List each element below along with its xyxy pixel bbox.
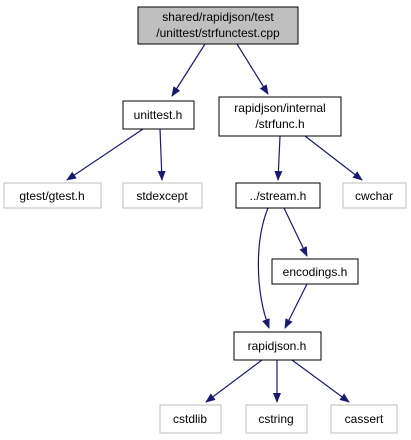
node-strfunc-h[interactable]: rapidjson/internal /strfunc.h xyxy=(218,96,342,137)
node-strfunc-line1: rapidjson/internal xyxy=(234,101,325,115)
node-encodings-h[interactable]: encodings.h xyxy=(271,258,359,285)
node-gtest-h[interactable]: gtest/gtest.h xyxy=(3,182,102,209)
node-strfunc-line2: /strfunc.h xyxy=(255,117,304,131)
node-root-line2: /unittest/strfunctest.cpp xyxy=(156,26,280,40)
edges xyxy=(66,43,363,403)
node-stream-h[interactable]: ../stream.h xyxy=(235,182,321,209)
edge-rapidjson-to-cstdlib xyxy=(205,359,263,403)
edge-stream-to-encodings xyxy=(283,207,308,257)
node-cassert[interactable]: cassert xyxy=(330,404,398,434)
node-rapidjson-h[interactable]: rapidjson.h xyxy=(233,331,322,361)
node-rapidjson-label: rapidjson.h xyxy=(248,339,307,353)
edge-unittest-to-gtest xyxy=(66,128,144,181)
edge-strfunc-to-stream xyxy=(274,135,283,181)
node-cstdlib[interactable]: cstdlib xyxy=(159,404,222,434)
edge-stream-to-rapidjson xyxy=(257,207,270,329)
node-stdexcept-label: stdexcept xyxy=(136,189,188,203)
node-cstring[interactable]: cstring xyxy=(245,404,308,434)
node-cassert-label: cassert xyxy=(345,412,384,426)
node-cwchar-label: cwchar xyxy=(355,189,393,203)
node-unittest-h[interactable]: unittest.h xyxy=(122,100,195,130)
edge-strfunc-to-cwchar xyxy=(304,135,363,181)
edge-root-to-unittest xyxy=(171,43,206,97)
edge-rapidjson-to-cassert xyxy=(291,359,350,403)
edge-root-to-strfunc xyxy=(236,43,269,95)
node-unittest-label: unittest.h xyxy=(134,108,183,122)
node-gtest-label: gtest/gtest.h xyxy=(19,189,84,203)
node-stdexcept[interactable]: stdexcept xyxy=(122,182,203,209)
node-cstdlib-label: cstdlib xyxy=(173,412,207,426)
node-stream-label: ../stream.h xyxy=(250,189,307,203)
edge-unittest-to-stdexcept xyxy=(157,128,166,181)
node-cwchar[interactable]: cwchar xyxy=(342,182,407,209)
edge-encodings-to-rapidjson xyxy=(284,283,308,329)
node-cstring-label: cstring xyxy=(258,412,293,426)
node-encodings-label: encodings.h xyxy=(283,265,348,279)
node-root-file[interactable]: shared/rapidjson/test /unittest/strfunct… xyxy=(137,6,299,45)
node-root-line1: shared/rapidjson/test xyxy=(162,10,274,24)
